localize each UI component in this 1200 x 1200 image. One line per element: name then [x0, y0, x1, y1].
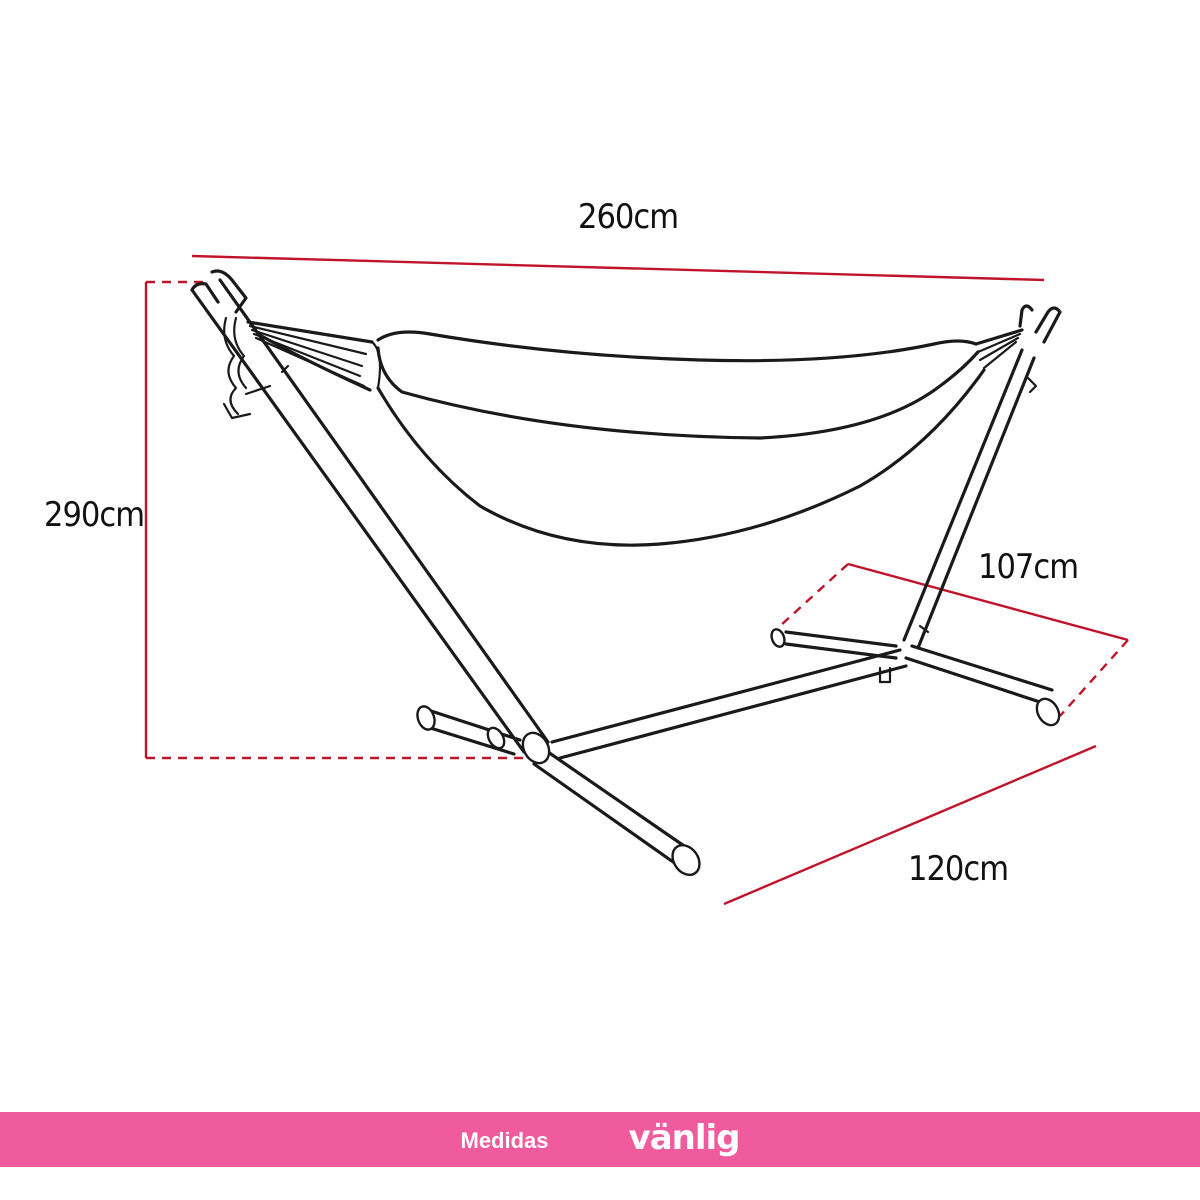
footer-label: Medidas — [460, 1127, 549, 1153]
depth-dimension-line — [847, 562, 1129, 642]
right-foot-cap — [1035, 697, 1061, 727]
hammock-stand-drawing — [190, 269, 1062, 877]
width-dimension-line — [723, 744, 1097, 906]
left-pole — [190, 269, 550, 754]
width-label: 120cm — [908, 849, 1008, 889]
front-foot-cap — [671, 843, 701, 877]
depth-right-extension — [1059, 639, 1129, 717]
hammock-fabric — [246, 320, 1024, 547]
depth-left-extension — [779, 563, 849, 627]
dimension-lines — [144, 254, 1129, 906]
length-dimension-line — [191, 254, 1045, 282]
left-foot-cap — [416, 705, 436, 731]
back-foot-cap — [770, 628, 786, 648]
brand-logo: vänlig — [628, 1117, 741, 1158]
height-label: 290cm — [44, 495, 144, 535]
length-label: 260cm — [578, 197, 678, 237]
right-pole — [902, 304, 1062, 650]
footer-band: Medidas vänlig — [0, 1112, 1200, 1167]
depth-label: 107cm — [978, 547, 1078, 587]
base-frame — [416, 628, 1061, 877]
